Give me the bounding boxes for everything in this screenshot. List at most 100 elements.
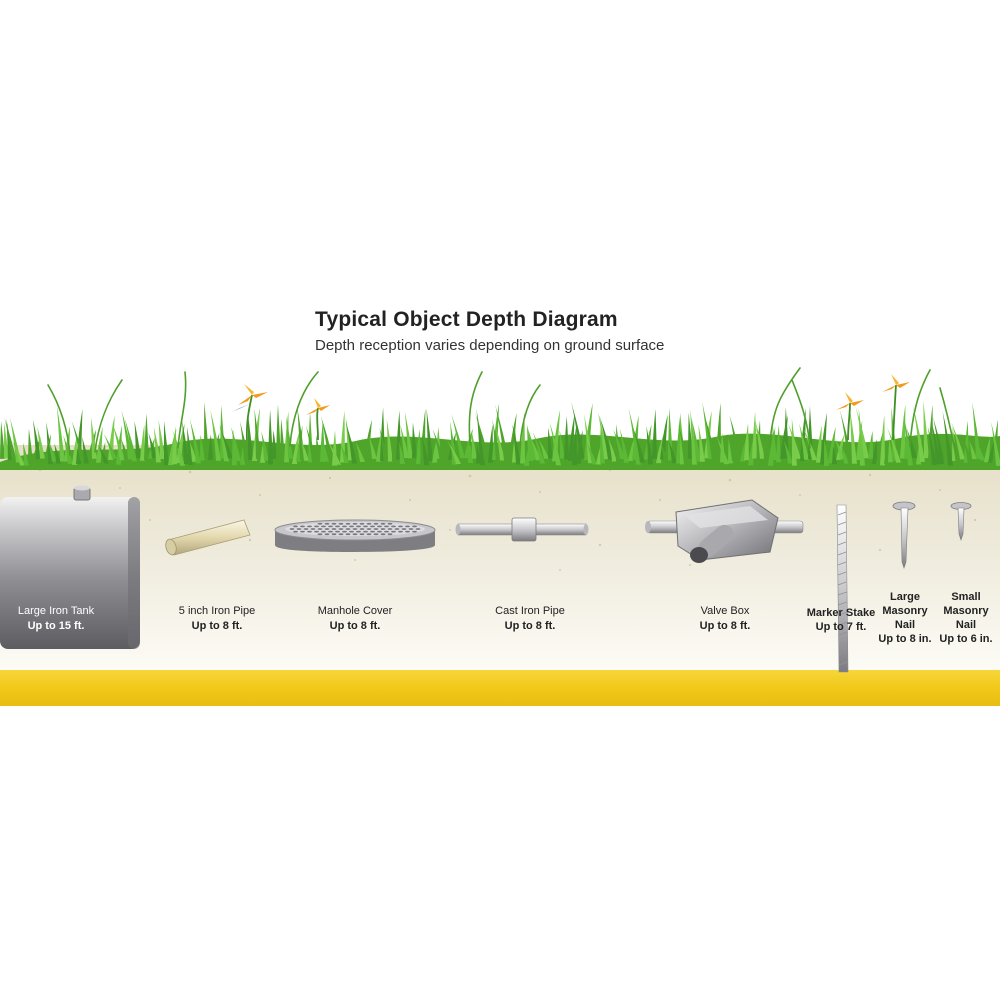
- grass-blade: [508, 412, 517, 465]
- manhole-cover-icon: [274, 519, 436, 552]
- grass-blade: [301, 440, 309, 461]
- grass-blade: [404, 411, 413, 459]
- grass-blade: [399, 441, 405, 465]
- manhole-hole: [296, 528, 302, 530]
- grass-blade: [931, 421, 941, 465]
- grass-blade: [447, 440, 461, 464]
- grass-blade: [941, 440, 949, 465]
- grass-blade: [744, 423, 749, 461]
- manhole-hole: [328, 525, 333, 528]
- grass-blade: [652, 408, 657, 459]
- grass-blade: [340, 444, 349, 463]
- grass-blade: [11, 440, 25, 466]
- grass-blade: [691, 418, 701, 462]
- manhole-hole: [331, 533, 337, 536]
- yellow-band: [0, 670, 1000, 706]
- grass-blade: [32, 419, 41, 460]
- grass-blade: [836, 434, 845, 460]
- manhole-hole: [398, 530, 403, 533]
- object-name: Small Masonry Nail: [943, 591, 989, 631]
- grass-blade: [552, 409, 561, 462]
- grass-blade: [37, 426, 45, 459]
- grass-blade: [292, 430, 300, 465]
- soil-band: [0, 445, 1000, 675]
- grass-blade: [613, 429, 625, 459]
- grass-blade: [923, 400, 929, 459]
- manhole-hole: [377, 530, 382, 533]
- manhole-hole: [335, 525, 340, 528]
- grass-blade: [887, 427, 901, 463]
- manhole-hole: [387, 528, 393, 530]
- grass-blade: [316, 434, 321, 463]
- manhole-hole: [300, 525, 305, 528]
- grass-blade: [471, 430, 477, 459]
- flower-icon: [306, 398, 330, 441]
- grass-blade: [276, 404, 281, 461]
- manhole-hole: [387, 533, 393, 536]
- small-nail-icon: [950, 502, 972, 541]
- object-depth: Up to 7 ft.: [815, 621, 867, 633]
- grass-blade: [272, 430, 277, 460]
- marker-stake-icon: [836, 504, 849, 673]
- manhole-hole: [380, 533, 386, 536]
- grass-blade: [988, 436, 996, 463]
- grass-blade: [416, 428, 421, 465]
- grass-blade: [727, 433, 737, 461]
- iron-pipe-icon: [165, 519, 251, 556]
- grass-blade: [703, 412, 717, 462]
- grass-blade: [368, 436, 377, 459]
- diagram-title: Typical Object Depth Diagram: [315, 308, 618, 331]
- manhole-hole: [293, 530, 298, 533]
- grass-blade: [660, 414, 668, 460]
- object-depth: Up to 8 ft.: [191, 620, 243, 632]
- flower-icon: [232, 384, 268, 441]
- grass-blade: [54, 443, 61, 464]
- grass-blade: [475, 412, 489, 460]
- manhole-hole: [289, 528, 295, 530]
- manhole-hole: [349, 525, 354, 528]
- grass-blade: [189, 441, 197, 462]
- manhole-hole: [405, 525, 410, 528]
- manhole-hole: [373, 533, 379, 536]
- grass-blade: [868, 430, 873, 459]
- manhole-hole: [338, 528, 344, 530]
- manhole-hole: [391, 525, 396, 528]
- grass-blade: [776, 425, 781, 463]
- grass-blade: [210, 409, 221, 461]
- grass-blade: [247, 412, 253, 460]
- manhole-hole: [363, 530, 368, 533]
- manhole-hole: [345, 533, 351, 536]
- label-marker-stake: Marker Stake Up to 7 ft.: [806, 606, 876, 634]
- grass-blade: [200, 434, 205, 461]
- grass-blade: [340, 410, 345, 463]
- object-name: Large Iron Tank: [17, 605, 95, 617]
- manhole-hole: [412, 530, 417, 533]
- manhole-hole: [387, 522, 393, 525]
- grass-blade: [124, 418, 137, 462]
- manhole-hole: [349, 530, 354, 533]
- grass-blade: [832, 445, 837, 465]
- grass-blade: [974, 437, 985, 461]
- grass-blade: [586, 442, 597, 465]
- manhole-hole: [307, 530, 312, 533]
- manhole-hole: [328, 530, 333, 533]
- grass-blade: [355, 441, 365, 462]
- manhole-hole: [345, 528, 351, 530]
- flower-icon: [836, 392, 864, 441]
- grass-blade: [421, 435, 429, 466]
- manhole-hole: [352, 522, 358, 525]
- grass-blade: [678, 424, 689, 465]
- grass-blade: [268, 409, 273, 465]
- grass-blade: [426, 408, 433, 462]
- manhole-hole: [370, 525, 375, 528]
- grass-blade: [144, 413, 149, 461]
- grass-blade: [668, 407, 673, 461]
- manhole-hole: [324, 533, 330, 536]
- grass-blade: [537, 437, 549, 459]
- grass-blade: [320, 415, 333, 459]
- grass-blade: [451, 413, 465, 459]
- grass-blade: [361, 437, 373, 460]
- object-name: Large Masonry Nail: [882, 591, 928, 631]
- manhole-hole: [314, 525, 319, 528]
- grass-blade: [97, 444, 109, 464]
